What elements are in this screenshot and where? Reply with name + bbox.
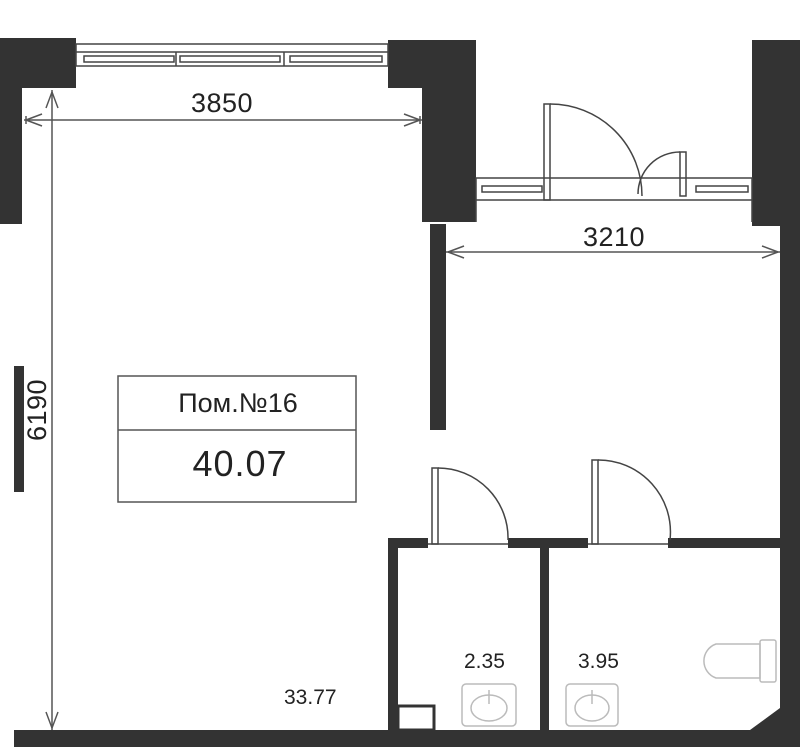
bathroom-door-left xyxy=(428,467,509,545)
room-total-area: 40.07 xyxy=(192,443,287,484)
dimension-main-width xyxy=(24,113,422,127)
doors xyxy=(428,103,687,545)
wall-bath-top-left xyxy=(388,538,428,548)
window-top xyxy=(75,43,389,67)
wall-bath-divider xyxy=(540,538,549,730)
bathroom-door-right xyxy=(588,459,672,545)
fixtures xyxy=(461,639,777,727)
label-main-height: 6190 xyxy=(22,379,52,441)
room-info-box xyxy=(117,375,357,503)
window-balcony xyxy=(475,177,753,222)
area-main-room: 33.77 xyxy=(284,686,337,709)
shaft-corner xyxy=(750,708,780,730)
toilet-icon xyxy=(703,639,777,683)
shaft-small xyxy=(396,704,436,732)
wall-bottom xyxy=(14,730,800,747)
wall-mid-column xyxy=(422,40,476,222)
wall-left-lower xyxy=(14,366,24,492)
area-bathroom-large: 3.95 xyxy=(578,650,619,673)
dimension-lines xyxy=(24,90,780,730)
dimension-right-width xyxy=(446,245,780,259)
room-title: Пом.№16 xyxy=(178,388,297,418)
wall-bath-left xyxy=(388,538,398,730)
area-bathroom-small: 2.35 xyxy=(464,650,505,673)
label-right-width: 3210 xyxy=(583,222,645,252)
wall-right-top xyxy=(752,40,800,226)
windows xyxy=(75,43,753,222)
wall-left-upper xyxy=(0,38,22,224)
walls xyxy=(0,38,800,747)
wall-right-lower xyxy=(780,224,800,730)
dimension-main-height xyxy=(45,90,59,730)
balcony-door xyxy=(543,103,687,201)
sink-icon xyxy=(565,683,619,727)
wall-bath-top-right xyxy=(668,538,780,548)
label-main-width: 3850 xyxy=(191,88,253,118)
sink-icon xyxy=(461,683,517,727)
wall-partition xyxy=(430,224,446,430)
